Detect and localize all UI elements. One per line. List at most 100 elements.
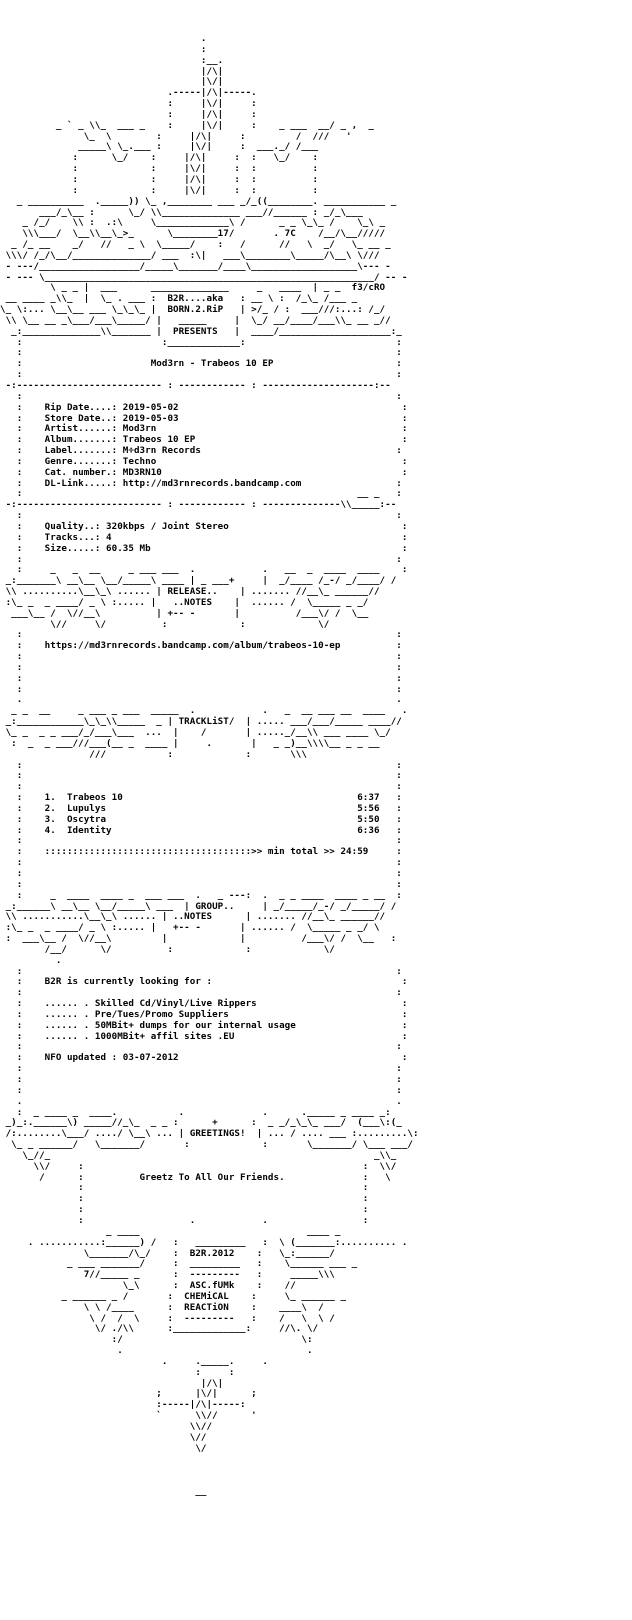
nfo-line: : Store Date..: 2019-05-03 : xyxy=(0,412,408,424)
nfo-line: : 4. Identity 6:36 : xyxy=(0,824,402,836)
nfo-line: ___/_\__ : \_/ \\______________ ___//___… xyxy=(0,206,363,218)
nfo-line: \// xyxy=(0,1431,207,1443)
nfo-line: : Cat. number.: MD3RN10 : xyxy=(0,466,408,478)
nfo-line: : 2. Lupulys 5:56 : xyxy=(0,802,402,814)
nfo-line: \ \ /____ : REACTiON : ____\ / xyxy=(0,1301,324,1313)
nfo-line: : : xyxy=(0,1366,235,1378)
nfo-line: \_\ : ASC.fUMk : // xyxy=(0,1280,296,1292)
nfo-line: _ ___ _______/ : _________ : \______ ___… xyxy=(0,1258,358,1270)
nfo-line: : :_____________: : xyxy=(0,336,402,348)
nfo-line: : \_/ : |/\| : : \_/ : xyxy=(0,152,319,164)
nfo-line: -:-------------------------- : ---------… xyxy=(0,380,391,391)
nfo-line: _:______________\\_______ | PRESENTS | _… xyxy=(0,325,402,337)
nfo-line: : Album.......: Trabeos 10 EP : xyxy=(0,434,408,446)
nfo-line: \\\/ /_/\__/______________/ ___ :\| ___\… xyxy=(0,249,380,261)
nfo-line: / : Greetz To All Our Friends. : \ xyxy=(0,1171,391,1183)
nfo-line: : 1. Trabeos 10 6:37 : xyxy=(0,792,402,804)
nfo-line: : : xyxy=(0,661,402,673)
nfo-line: : : xyxy=(0,347,402,359)
nfo-line: : : xyxy=(0,781,402,793)
nfo-line: \\// xyxy=(0,1421,213,1432)
nfo-line: : : |/\| : : : xyxy=(0,173,319,185)
nfo-line: /// : : \\\ xyxy=(0,748,307,760)
nfo-line: _:______\ __\__ \__/_____\ ___ | GROUP..… xyxy=(0,900,397,912)
nfo-line: _ ____ ____ _ xyxy=(0,1225,341,1237)
nfo-line: \/ xyxy=(0,1442,207,1454)
nfo-line: __ xyxy=(0,1486,207,1498)
nfo-line: : : xyxy=(0,1204,369,1216)
nfo-line: _ _ __ _ ___ _ ___ _____ . . _ __ ___ __… xyxy=(0,705,408,717)
nfo-line: : : xyxy=(0,553,402,565)
nfo-line: : ...... . Pre/Tues/Promo Suppliers : xyxy=(0,1008,408,1020)
nfo-line: \_ \ : |/\| : / /// ' xyxy=(0,130,352,142)
nfo-line: \\ ...........\__\_\ ...... | ..NOTES | … xyxy=(0,911,386,923)
nfo-line: : https://md3rnrecords.bandcamp.com/albu… xyxy=(0,640,402,652)
nfo-line: : : xyxy=(0,1193,369,1205)
nfo-line: : : xyxy=(0,965,402,977)
nfo-line: |\/| xyxy=(0,76,224,88)
nfo-line: : ___\__ / \//__\ | | /___\/ / \__ : xyxy=(0,933,397,945)
nfo-line: . ...........:______) / : _________ : \ … xyxy=(0,1236,408,1248)
nfo-line: :\_ _ _ ____/ _ \ :..... | +-- - | .....… xyxy=(0,922,380,934)
nfo-line: : ...... . Skilled Cd/Vinyl/Live Rippers… xyxy=(0,998,408,1010)
nfo-line: . xyxy=(0,33,207,44)
nfo-line: \_ _ _ _ ___/_/___\___ ... | / | ....._/… xyxy=(0,727,391,738)
nfo-line: :/ \: xyxy=(0,1334,313,1346)
nfo-line: - ---/__________________/_____\_______/_… xyxy=(0,260,391,272)
nfo-line: :__. xyxy=(0,54,224,66)
nfo-line: \\ \__ __ _\___/___\_____/ | _____ | \_/… xyxy=(0,314,391,326)
nfo-line: : Genre.......: Techno : xyxy=(0,455,408,467)
nfo-line: ___\__ / \//__\ | +-- - | /___\/ / \__ xyxy=(0,607,369,619)
nfo-line: _ ` _ \\_ ___ _ : |\/| : _ ___ __/ _ , _ xyxy=(0,119,374,131)
nfo-document: . : :__. |/\| |\/| .-----| xyxy=(0,33,632,1498)
nfo-line: \ / / \ : --------- : / \ \ / xyxy=(0,1312,335,1324)
nfo-line: ` \\// ' xyxy=(0,1410,257,1422)
nfo-line: : Artist......: Mod3rn : xyxy=(0,423,408,435)
nfo-line: _:____________\_\_\\_____ _ | TRACKLiST/… xyxy=(0,716,402,728)
nfo-line: \\ ..........\__\_\ ...... | RELEASE.. |… xyxy=(0,586,380,598)
nfo-line: : __ _ : xyxy=(0,488,402,500)
nfo-line: : :::::::::::::::::::::::::::::::::::::>… xyxy=(0,846,402,858)
nfo-line: \_ _ ______/ \_______/ : : \_______/ \__… xyxy=(0,1139,414,1151)
nfo-line: : : xyxy=(0,867,402,879)
nfo-line: 7//_____ _ : --------- : _____\\\ xyxy=(0,1269,335,1281)
nfo-line: : |/\| : xyxy=(0,108,257,120)
nfo-line: : : xyxy=(0,1084,402,1096)
nfo-line: : Label.......: M÷d3rn Records : xyxy=(0,445,402,457)
nfo-line: _)_:.______\) _____//_\_ _ _ : + : _ _/_… xyxy=(0,1117,402,1129)
nfo-line: : : |\/| : : : xyxy=(0,163,319,175)
nfo-line: \/ ./\\ :_____________: //\. \/ xyxy=(0,1323,319,1335)
nfo-line: : Mod3rn - Trabeos 10 EP : xyxy=(0,358,402,370)
nfo-line: . xyxy=(0,954,62,966)
nfo-line: : B2R is currently looking for : : xyxy=(0,976,408,988)
nfo-line: ; |\/| ; xyxy=(0,1388,257,1400)
nfo-line: |/\| xyxy=(0,1377,224,1389)
nfo-line: : _ _ __ _ ___ ___ . . __ _ ____ ____ : xyxy=(0,564,408,576)
nfo-line: : xyxy=(0,43,207,55)
nfo-line: \\\___/ \__\\__\_>_ \________17/ . 7C /_… xyxy=(0,228,386,240)
nfo-line: : Size.....: 60.35 Mb : xyxy=(0,542,408,554)
nfo-line: .-----|/\|-----. xyxy=(0,87,257,99)
nfo-line: : : xyxy=(0,770,402,782)
nfo-line: \\/ : : \\/ xyxy=(0,1160,397,1172)
nfo-line: _ /_ __ _/ // _ \ \_____/ : / // \ _/ \_… xyxy=(0,239,391,251)
nfo-line: /__/ \/ : : \/ xyxy=(0,943,335,955)
nfo-line: : 3. Oscytra 5:50 : xyxy=(0,813,402,825)
nfo-line: _ /_/ \\ : .:\ \_____________\ / _ _ \_\… xyxy=(0,217,386,229)
nfo-line: /:........\___/ ..../ \__\ ... | GREETIN… xyxy=(0,1128,419,1140)
nfo-line: : |\/| : xyxy=(0,98,257,110)
nfo-line: :\_ _ _ ____/ _ \ :..... | ..NOTES | ...… xyxy=(0,596,369,608)
nfo-line: : Quality..: 320kbps / Joint Stereo : xyxy=(0,520,408,532)
nfo-line: . . xyxy=(0,694,402,706)
nfo-line: : : xyxy=(0,1074,402,1085)
nfo-line: : ...... . 1000MBit+ affil sites .EU : xyxy=(0,1030,408,1042)
nfo-line: _ ______ _ / : CHEMiCAL : \_ ______ _ xyxy=(0,1290,347,1302)
nfo-line: : DL-Link.....: http://md3rnrecords.band… xyxy=(0,477,402,489)
nfo-line: : Tracks...: 4 : xyxy=(0,531,408,543)
nfo-line: . ._____. . xyxy=(0,1355,268,1367)
nfo-line: :-----|/\|-----: xyxy=(0,1399,246,1411)
nfo-line: : : xyxy=(0,672,402,684)
nfo-line: : : xyxy=(0,878,402,890)
nfo-line: : _ ____ _ ____. . . ._____ _ ____ _: xyxy=(0,1106,391,1118)
nfo-line: _____\ \_.___ : |\/| : ___._/ /___ xyxy=(0,141,319,153)
